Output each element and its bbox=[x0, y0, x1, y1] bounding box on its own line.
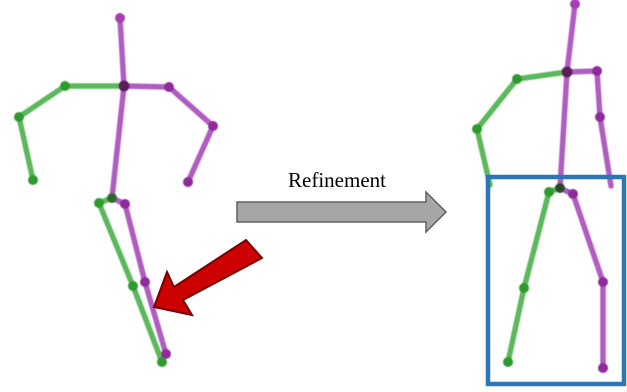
joint-left-shoulder bbox=[60, 81, 70, 91]
left-thigh bbox=[521, 189, 552, 291]
joint-left-knee bbox=[519, 283, 529, 293]
left-thigh bbox=[96, 200, 136, 289]
joint-right-shoulder bbox=[164, 82, 174, 92]
joint-left-hip bbox=[94, 198, 104, 208]
joint-right-elbow bbox=[208, 121, 218, 131]
initial-pose-joints bbox=[14, 13, 218, 367]
refined-pose-right-limbs bbox=[557, 1, 614, 371]
joint-right-knee bbox=[598, 277, 608, 287]
joint-pelvis bbox=[107, 193, 117, 203]
left-shin bbox=[130, 283, 165, 365]
joint-right-hip bbox=[568, 189, 578, 199]
error-indicator-arrow bbox=[152, 238, 264, 317]
refinement-arrow: Refinement bbox=[236, 168, 448, 234]
joint-left-knee bbox=[128, 281, 138, 291]
refined-pose bbox=[472, 0, 614, 373]
joint-left-ankle bbox=[503, 357, 513, 367]
joint-right-knee bbox=[140, 277, 150, 287]
joint-left-hip bbox=[544, 187, 554, 197]
joint-right-ankle bbox=[161, 349, 171, 359]
joint-pelvis bbox=[555, 183, 565, 193]
left-shin bbox=[505, 285, 527, 365]
head-neck bbox=[117, 15, 127, 89]
red-arrow-icon bbox=[152, 238, 264, 317]
right-thigh bbox=[570, 191, 606, 285]
refined-pose-joints bbox=[472, 0, 608, 373]
right-upper-arm bbox=[594, 68, 603, 120]
joint-left-shoulder bbox=[512, 74, 522, 84]
initial-pose bbox=[14, 13, 218, 367]
right-upper-arm bbox=[166, 84, 216, 129]
refinement-label: Refinement bbox=[288, 168, 386, 192]
joint-neck bbox=[118, 80, 130, 92]
joint-right-hip bbox=[120, 199, 130, 209]
spine bbox=[109, 83, 127, 201]
right-shin bbox=[142, 279, 169, 357]
joint-head bbox=[570, 0, 580, 9]
joint-left-ankle bbox=[157, 357, 167, 367]
joint-right-elbow bbox=[595, 112, 605, 122]
head-neck bbox=[564, 1, 578, 75]
right-forearm bbox=[597, 114, 614, 189]
initial-pose-left-limbs bbox=[16, 83, 165, 365]
joint-right-ankle bbox=[598, 363, 608, 373]
left-forearm bbox=[16, 114, 36, 183]
refined-pose-left-limbs bbox=[474, 69, 570, 365]
left-upper-arm bbox=[16, 83, 68, 120]
right-thigh bbox=[122, 201, 148, 285]
joint-left-wrist bbox=[28, 175, 38, 185]
joint-head bbox=[115, 13, 125, 23]
joint-right-shoulder bbox=[592, 66, 602, 76]
process-arrow-icon bbox=[236, 190, 448, 234]
spine bbox=[557, 69, 570, 191]
left-clavicle bbox=[514, 69, 570, 82]
joint-right-wrist bbox=[183, 177, 193, 187]
left-upper-arm bbox=[474, 76, 520, 132]
joint-left-elbow bbox=[14, 112, 24, 122]
joint-neck bbox=[561, 66, 573, 78]
refined-legs-highlight-box bbox=[485, 174, 627, 387]
joint-left-elbow bbox=[472, 124, 482, 134]
right-forearm bbox=[185, 123, 216, 185]
right-clavicle bbox=[121, 83, 172, 90]
